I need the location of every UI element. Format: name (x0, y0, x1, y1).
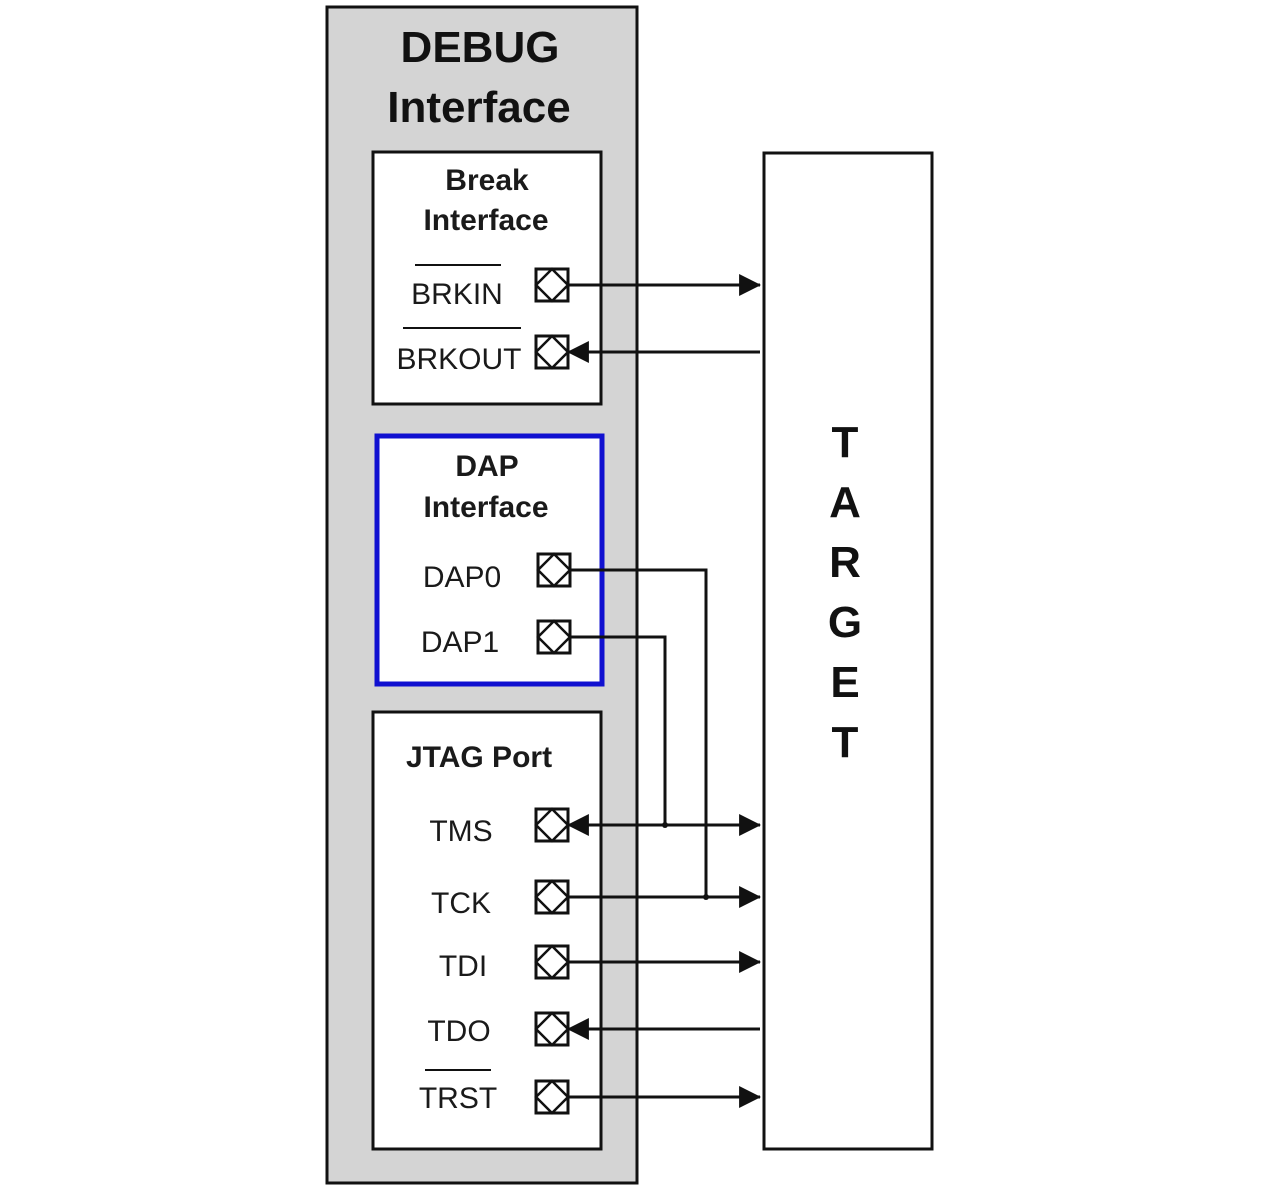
jtag-port-box (371, 710, 603, 1151)
pin-dap1-connector-icon (536, 619, 572, 655)
target-letter-2: A (829, 478, 861, 527)
target-letter-3: R (829, 538, 861, 587)
pin-trst-connector-icon (534, 1079, 570, 1115)
debug-title-line2: Interface (387, 83, 570, 132)
wire-dap0-to-tck (568, 568, 708, 897)
dap-interface-title-line2: Interface (423, 491, 548, 524)
pin-tdo-connector-icon (534, 1011, 570, 1047)
break-interface-title-line1: Break (445, 164, 529, 197)
break-interface-title-line2: Interface (423, 204, 548, 237)
target-letter-5: E (830, 658, 859, 707)
pin-label-brkout: BRKOUT (396, 343, 521, 376)
target-letter-1: T (832, 418, 859, 467)
dap-interface-title-line1: DAP (455, 450, 518, 483)
target-letter-4: G (828, 598, 862, 647)
pin-brkin-connector-icon (534, 267, 570, 303)
junction-dot-tck (703, 894, 709, 900)
pin-label-tck: TCK (431, 887, 491, 920)
junction-dot-tms (662, 822, 668, 828)
jtag-port-title: JTAG Port (406, 741, 552, 774)
pin-label-brkin: BRKIN (411, 278, 503, 311)
pin-label-trst: TRST (419, 1082, 497, 1115)
pin-label-tms: TMS (429, 815, 492, 848)
pin-brkout-connector-icon (534, 334, 570, 370)
pin-dap0-connector-icon (536, 552, 572, 588)
pin-label-tdo: TDO (427, 1015, 490, 1048)
signal-wires (566, 274, 762, 1108)
pin-label-dap1: DAP1 (421, 626, 499, 659)
target-box (762, 151, 934, 1151)
pin-tck-connector-icon (534, 879, 570, 915)
pin-tms-connector-icon (534, 807, 570, 843)
wire-dap1-to-tms (568, 635, 667, 825)
debug-title-line1: DEBUG (401, 23, 560, 72)
pin-tdi-connector-icon (534, 944, 570, 980)
target-letter-6: T (832, 718, 859, 767)
pin-label-dap0: DAP0 (423, 561, 501, 594)
pin-connectors (534, 267, 572, 1115)
pin-label-tdi: TDI (439, 950, 487, 983)
